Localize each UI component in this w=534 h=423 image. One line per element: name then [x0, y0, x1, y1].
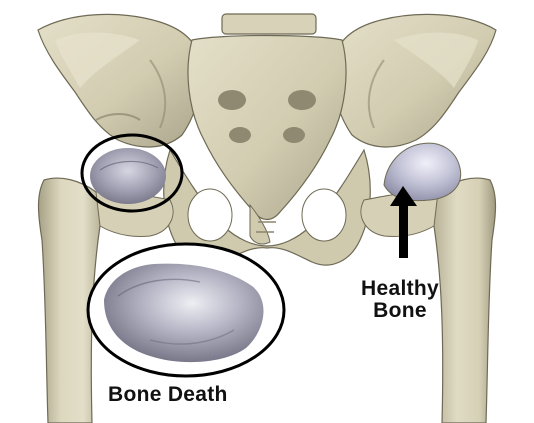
- healthy-bone-label: Healthy Bone: [344, 278, 456, 322]
- bone-death-label: Bone Death: [108, 384, 228, 406]
- healthy-bone-label-line2: Bone: [344, 300, 456, 322]
- bone-death-zoom-circle: [88, 244, 284, 376]
- left-femoral-head-dead: [90, 148, 166, 204]
- healthy-bone-label-line1: Healthy: [344, 278, 456, 300]
